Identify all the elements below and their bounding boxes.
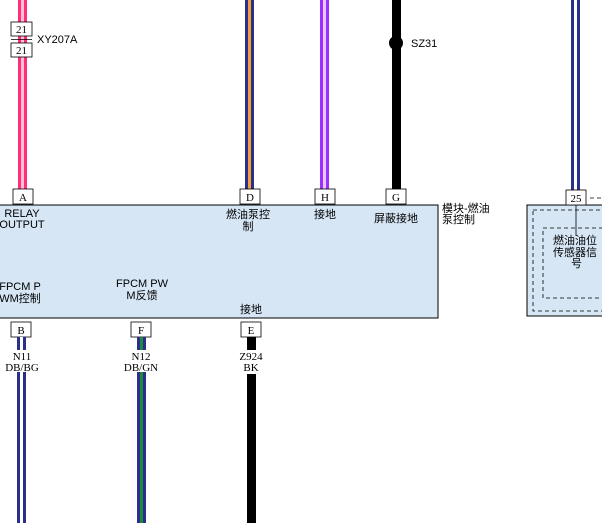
pin-a-label-line1: RELAY bbox=[4, 208, 40, 220]
pin-b-label-line1: FPCM P bbox=[0, 281, 41, 293]
svg-text:25: 25 bbox=[571, 193, 583, 205]
wire-e-color: BK bbox=[243, 362, 258, 374]
svg-text:F: F bbox=[138, 325, 144, 337]
connector-pin-lower: 21 bbox=[16, 45, 27, 57]
pin-a: A bbox=[12, 188, 34, 205]
pin-d-label-line1: 燃油泵控 bbox=[226, 207, 270, 221]
pin-e: E bbox=[240, 321, 262, 338]
svg-text:A: A bbox=[19, 192, 27, 204]
wire-b-bottom bbox=[17, 337, 26, 523]
wire-f-bottom bbox=[137, 337, 146, 523]
wire-h-top bbox=[320, 0, 329, 190]
pin-d: D bbox=[239, 188, 261, 205]
splice-sz31-dot bbox=[389, 36, 403, 50]
wire-b-color: DB/BG bbox=[5, 362, 39, 374]
wire-e-code: Z924 bbox=[239, 351, 263, 363]
pin-b: B bbox=[10, 321, 32, 338]
sensor-label-line2: 传感器信 bbox=[553, 246, 597, 259]
pin-25: 25 bbox=[565, 189, 602, 206]
sensor-dashed-outline bbox=[532, 209, 602, 312]
pin-h-label: 接地 bbox=[314, 208, 336, 221]
pin-h: H bbox=[314, 188, 336, 205]
splice-label: SZ31 bbox=[411, 38, 437, 50]
wire-f-color: DB/GN bbox=[124, 362, 158, 374]
pin-f-label-line2: M反馈 bbox=[126, 289, 157, 302]
fuel-pump-control-module bbox=[0, 204, 439, 319]
wire-d-top bbox=[245, 0, 254, 190]
wire-a-top bbox=[18, 0, 27, 190]
pin-g-label: 屏蔽接地 bbox=[374, 212, 418, 225]
wire-b-code: N11 bbox=[13, 351, 32, 363]
pin-f-label-line1: FPCM PW bbox=[116, 278, 169, 290]
pin-g: G bbox=[385, 188, 407, 205]
svg-text:B: B bbox=[17, 325, 24, 337]
wire-e-bottom bbox=[247, 337, 256, 523]
sensor-label-line1: 燃油油位 bbox=[553, 233, 597, 247]
pin-a-label-line2: OUTPUT bbox=[0, 219, 45, 231]
pin-b-label-line2: WM控制 bbox=[0, 291, 41, 305]
module-name-line1: 模块-燃油 bbox=[442, 201, 490, 215]
pin-e-label: 接地 bbox=[240, 303, 262, 316]
module-name-line2: 泵控制 bbox=[442, 212, 475, 226]
wire-g-top bbox=[392, 0, 401, 190]
svg-text:G: G bbox=[392, 192, 400, 204]
fuel-level-sensor-module bbox=[526, 204, 602, 317]
connector-label: XY207A bbox=[37, 34, 78, 46]
svg-text:D: D bbox=[246, 192, 254, 204]
svg-text:H: H bbox=[321, 192, 329, 204]
pin-f: F bbox=[130, 321, 152, 338]
wire-f-code: N12 bbox=[132, 351, 151, 363]
sensor-label-line3: 号 bbox=[571, 257, 582, 270]
svg-text:E: E bbox=[248, 325, 255, 337]
connector-pin-upper: 21 bbox=[16, 24, 27, 36]
sensor-inner-dashed bbox=[542, 227, 602, 299]
wire-sensor-top bbox=[571, 0, 580, 190]
pin-d-label-line2: 制 bbox=[243, 220, 254, 233]
connector-xy207a: 21 21 XY207A bbox=[10, 21, 78, 58]
